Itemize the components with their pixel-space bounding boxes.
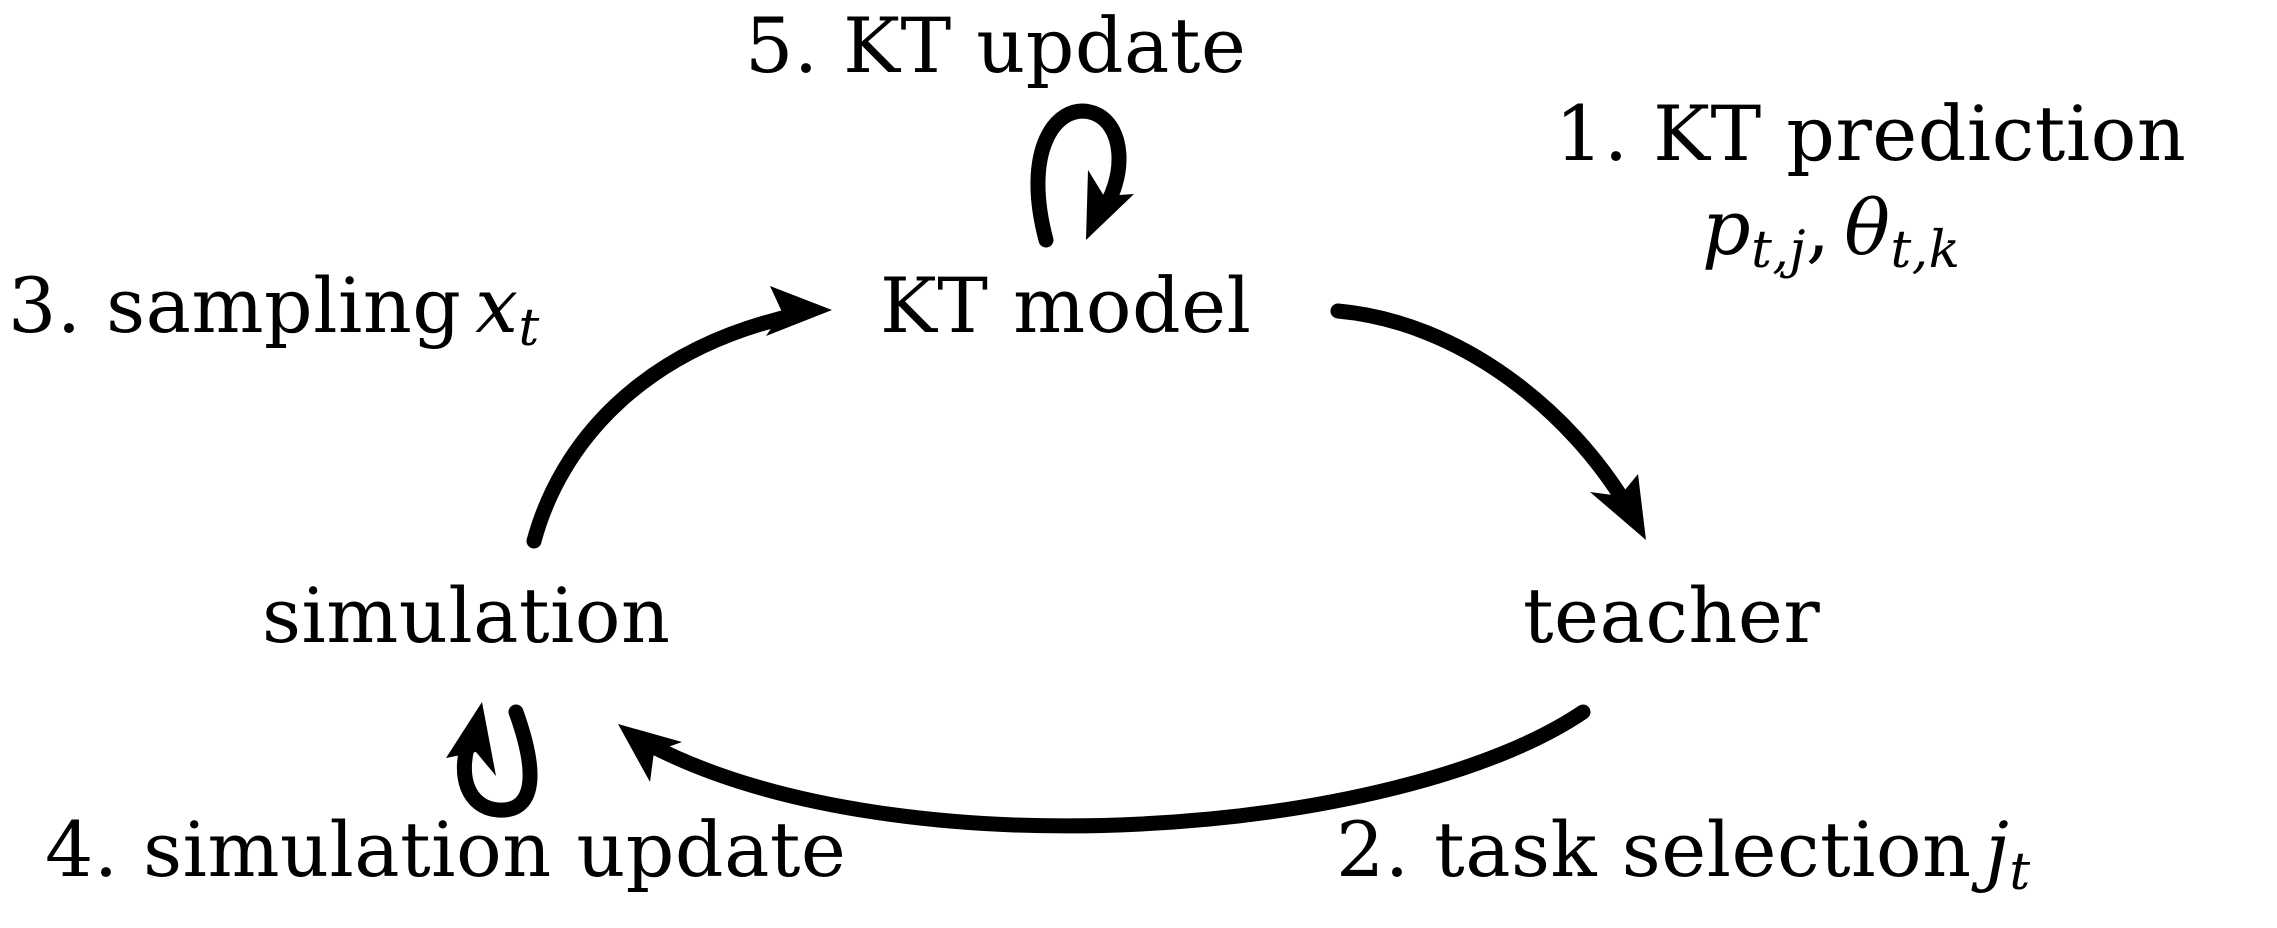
- edge-teacher-to-simulation: [618, 704, 1591, 834]
- edge-kt-model-to-teacher: [1330, 303, 1646, 540]
- math-symbol-x: x: [475, 261, 519, 350]
- math-symbol-j: j: [1985, 805, 2010, 894]
- step-label-kt-prediction: 1. KT prediction: [1555, 89, 2187, 178]
- node-teacher: teacher: [1523, 571, 1821, 660]
- math-subscript-t: t: [518, 298, 540, 359]
- step-label-sampling-text: 3. sampling: [8, 261, 462, 350]
- edge-simulation-to-kt-model: [526, 286, 832, 549]
- node-kt-model: KT model: [880, 261, 1252, 350]
- step-label-simulation-update: 4. simulation update: [45, 805, 847, 894]
- edge-simulation-self-loop: [446, 702, 538, 818]
- math-subscript-tk: t,k: [1890, 220, 1961, 281]
- step-label-kt-update: 5. KT update: [745, 1, 1247, 90]
- edge-kt-model-self-loop: [1030, 103, 1134, 248]
- math-comma: ,: [1805, 183, 1831, 272]
- math-subscript-t-2: t: [2009, 842, 2031, 903]
- math-subscript-tj: t,j: [1751, 220, 1806, 281]
- math-symbol-p: p: [1702, 183, 1752, 272]
- step-label-task-selection-text: 2. task selection: [1336, 805, 1972, 894]
- node-simulation: simulation: [262, 571, 671, 660]
- step-label-kt-prediction-math: pt,j,θt,k: [1702, 190, 1961, 277]
- math-symbol-theta: θ: [1844, 183, 1891, 272]
